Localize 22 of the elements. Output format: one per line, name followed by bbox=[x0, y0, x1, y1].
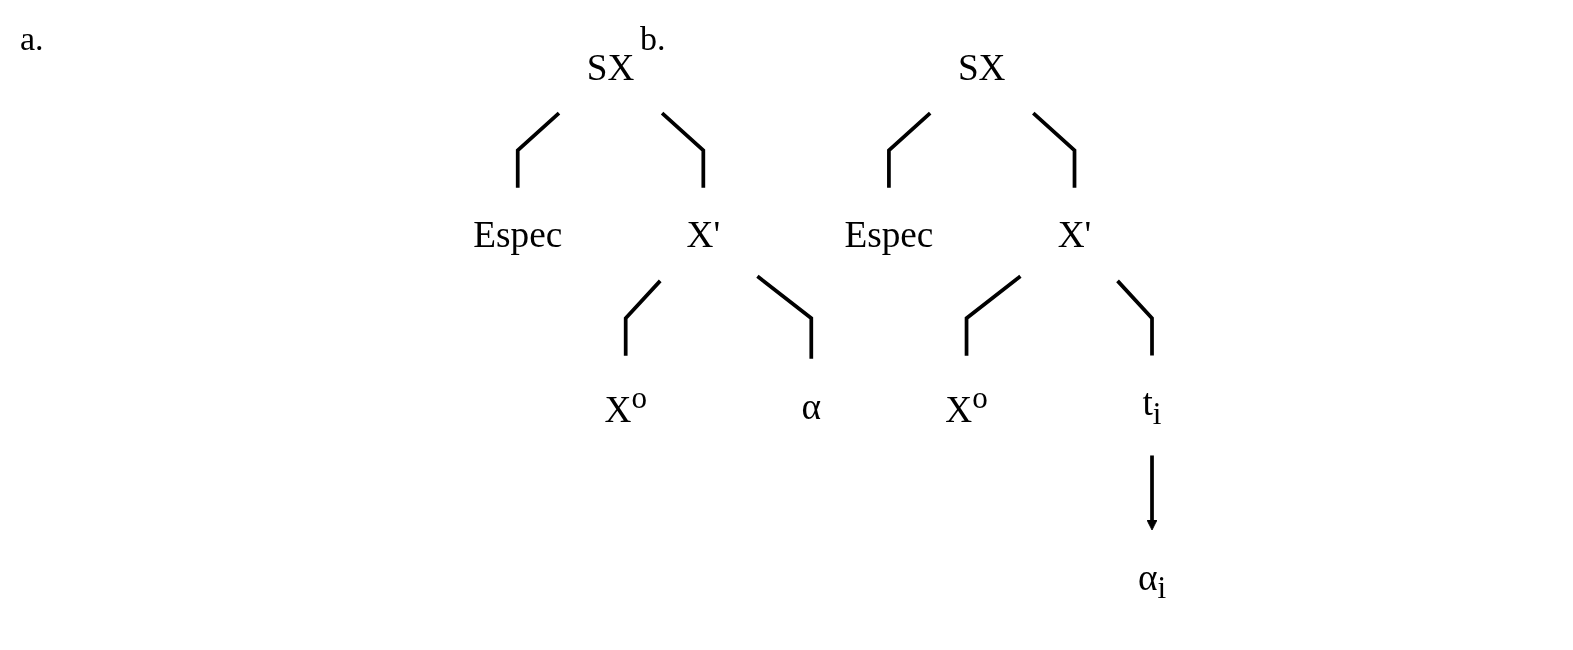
panel-letter: b. bbox=[640, 20, 666, 58]
tree-node-label: SX bbox=[958, 46, 1006, 88]
tree-node-label: X$^{o}$ bbox=[604, 380, 648, 430]
tree-node-label: Espec bbox=[844, 213, 934, 255]
tree-node-label: α bbox=[801, 384, 822, 426]
panel-letter: a. bbox=[20, 20, 44, 58]
arrow bbox=[1146, 455, 1158, 531]
connector bbox=[1116, 279, 1155, 356]
connector bbox=[887, 111, 932, 188]
tree-node-label: SX bbox=[587, 46, 635, 88]
connector bbox=[965, 274, 1022, 356]
connector bbox=[624, 279, 662, 356]
connector bbox=[661, 111, 706, 188]
tree-node-label: t$_{i}$ bbox=[1142, 381, 1162, 430]
tree-node-label: X$^{o}$ bbox=[945, 380, 989, 430]
tree-node-label: X' bbox=[686, 213, 721, 255]
connector bbox=[516, 111, 561, 188]
tree-node-label: Espec bbox=[473, 213, 563, 255]
connector bbox=[756, 274, 814, 359]
tree-node-label: α$_{i}$ bbox=[1138, 556, 1167, 605]
tree-node-label: X' bbox=[1058, 213, 1092, 255]
connector bbox=[1032, 111, 1077, 188]
